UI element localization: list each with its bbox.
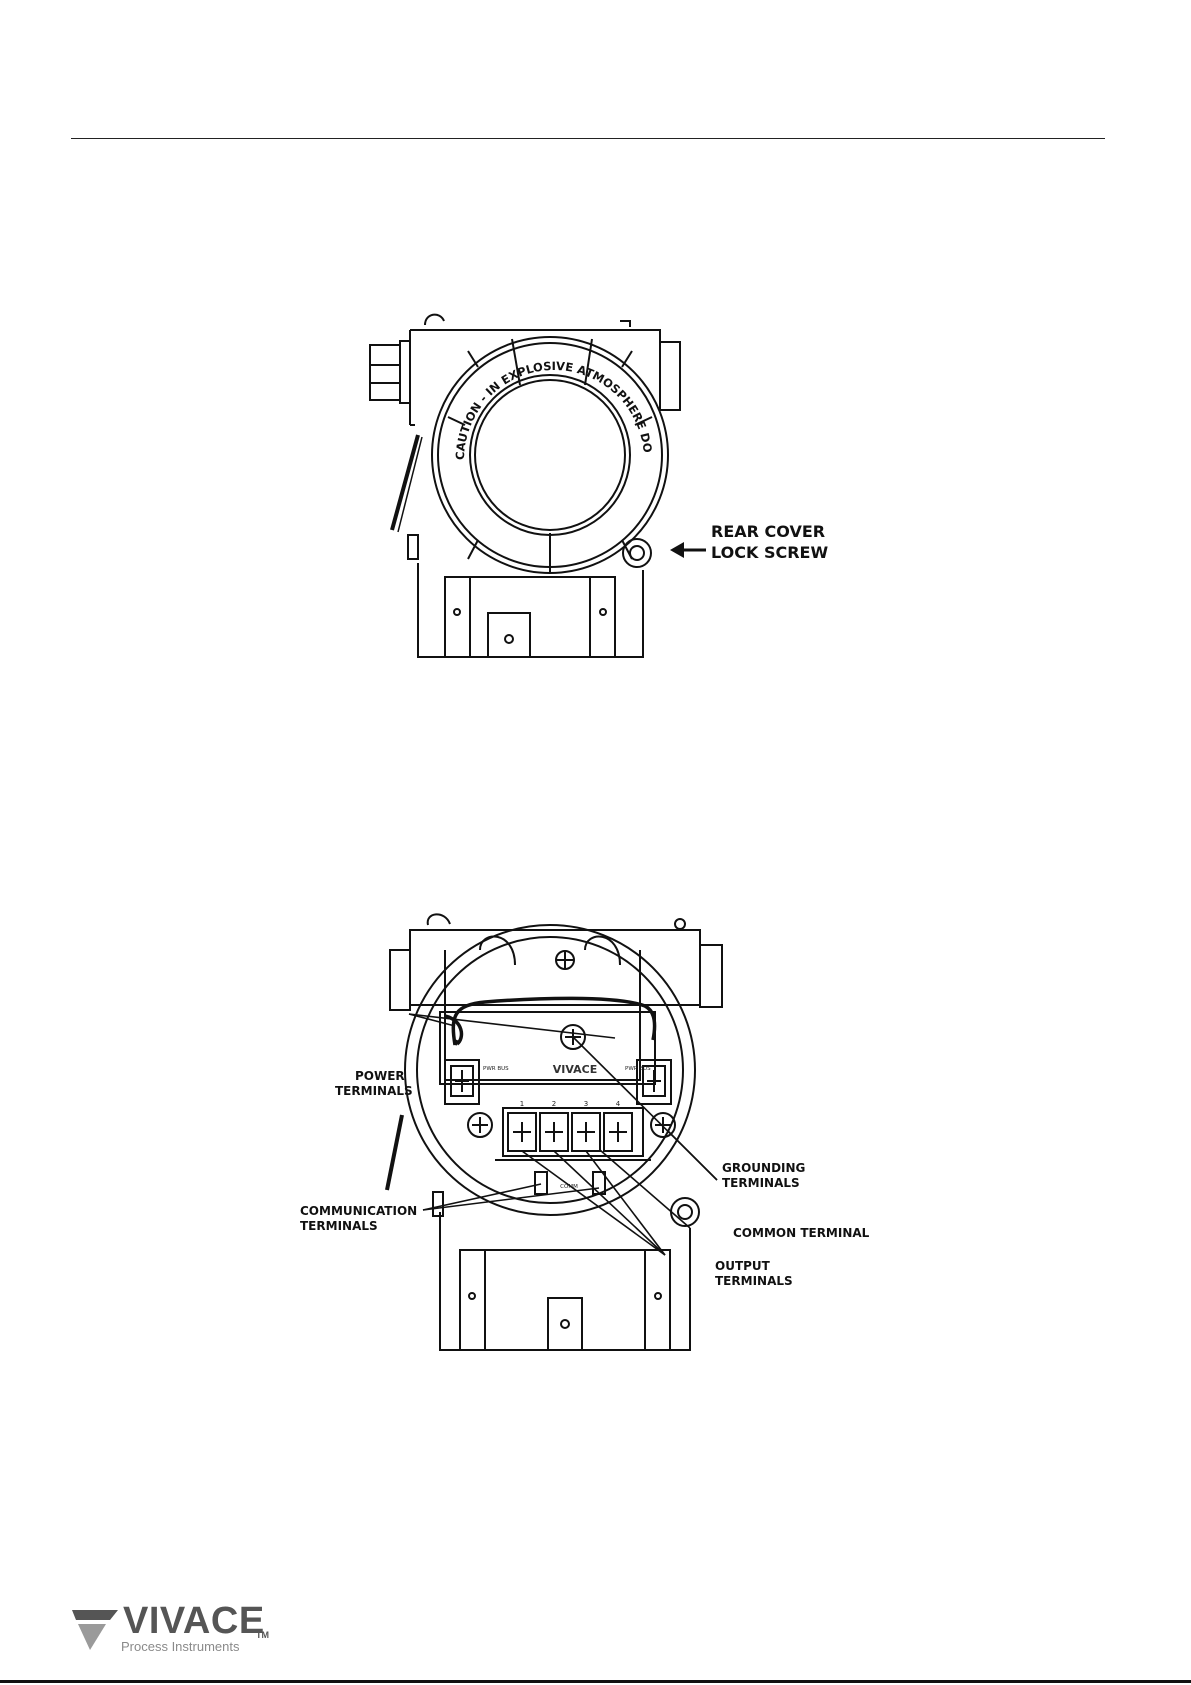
- label-communication-1: COMMUNICATION: [300, 1204, 417, 1218]
- label-common-terminal: COMMON TERMINAL: [733, 1226, 870, 1240]
- logo-tagline: Process Instruments: [121, 1640, 240, 1653]
- rear-cover-label-line2: LOCK SCREW: [711, 543, 828, 562]
- figure-rear-cover: CAUTION - IN EXPLOSIVE ATMOSPHERE DO NOT…: [360, 305, 880, 665]
- leader-lines: [409, 1014, 717, 1255]
- figure-terminals: VIVACE PWR BUS PWR BUS 1 2 3 4 COMM POWE…: [295, 910, 895, 1360]
- label-grounding-1: GROUNDING: [722, 1161, 805, 1175]
- vivace-logo-mark: [70, 1606, 122, 1654]
- rear-cover-label-line1: REAR COVER: [711, 522, 825, 541]
- board-brand: VIVACE: [553, 1063, 597, 1076]
- arrow-left-icon: [670, 542, 706, 558]
- cover-caution-text: CAUTION - IN EXPLOSIVE ATMOSPHERE DO NOT…: [354, 294, 655, 460]
- pwr-bus-left: PWR BUS: [483, 1066, 509, 1072]
- pwr-bus-right: PWR BUS: [625, 1066, 651, 1072]
- label-output-2: TERMINALS: [715, 1274, 793, 1288]
- terminal-num-2: 2: [552, 1100, 556, 1108]
- label-grounding-2: TERMINALS: [722, 1176, 800, 1190]
- logo-tm: TM: [256, 1630, 269, 1640]
- footer-rule: [0, 1680, 1191, 1683]
- label-output-1: OUTPUT: [715, 1259, 771, 1273]
- label-power-1: POWER: [355, 1069, 405, 1083]
- label-communication-2: TERMINALS: [300, 1219, 378, 1233]
- housing-open: [387, 914, 722, 1350]
- label-power-2: TERMINALS: [335, 1084, 413, 1098]
- logo-name: VIVACE: [123, 1602, 265, 1640]
- header-rule: [71, 138, 1105, 139]
- terminal-num-1: 1: [520, 1100, 524, 1108]
- terminal-num-4: 4: [616, 1100, 621, 1108]
- terminal-num-3: 3: [584, 1100, 588, 1108]
